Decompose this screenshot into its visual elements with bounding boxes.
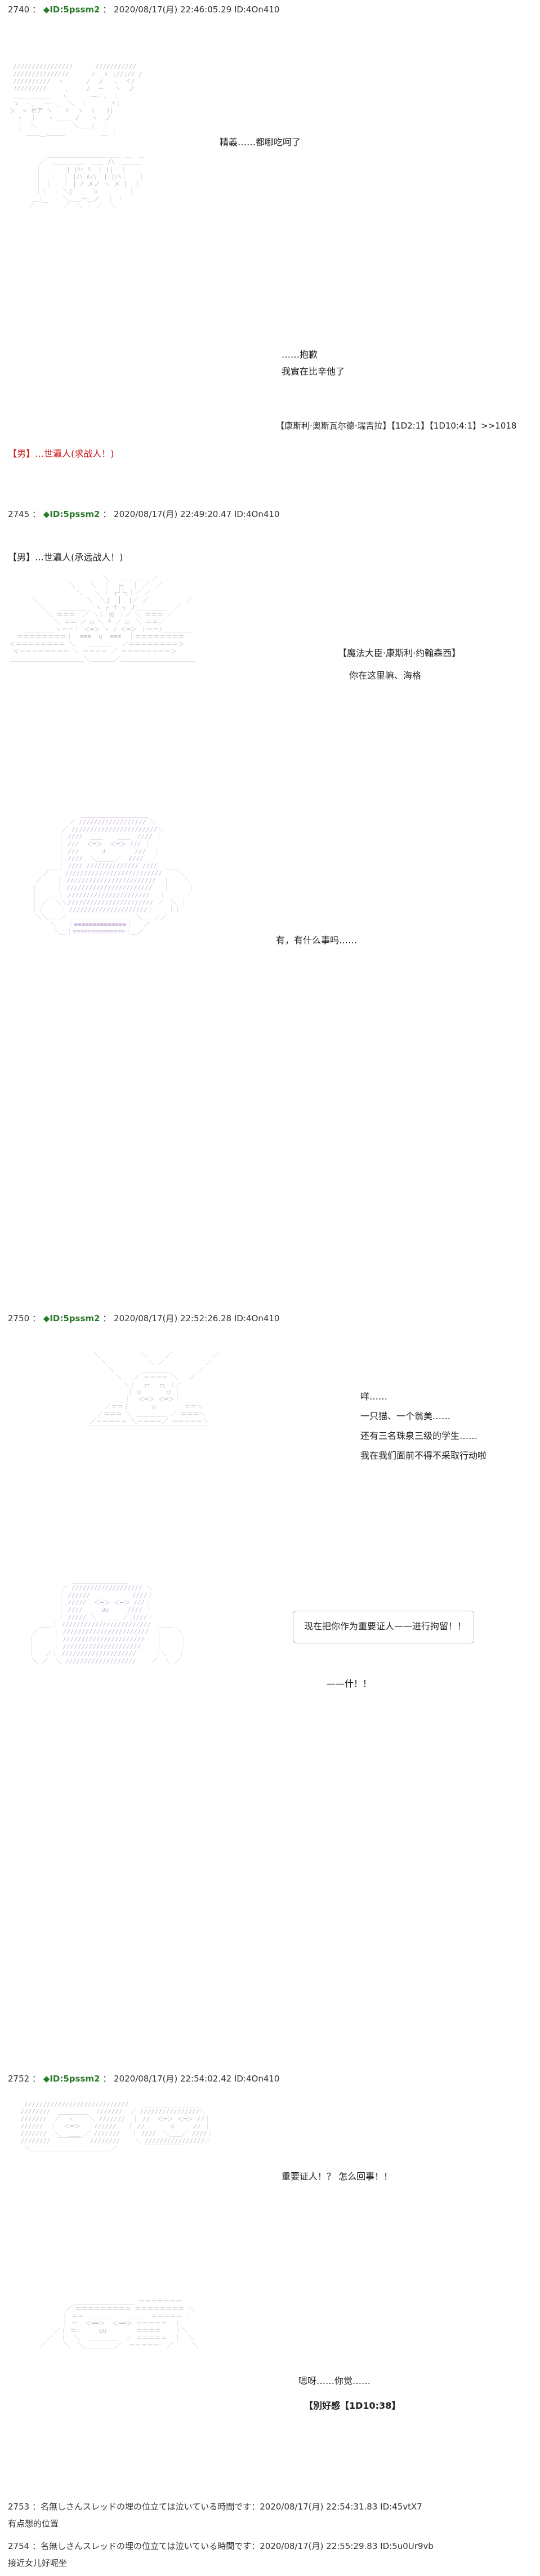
red-note: 【男】…世瀛人(求战人！)	[8, 448, 114, 459]
dialogue-line: 还有三名珠泉三级的学生……	[360, 1430, 478, 1441]
post-date: 2020/08/17(月) 22:52:26.28 ID:4On410	[114, 1313, 280, 1323]
reply-header: 2753 ：名無しさんスレッドの埋の位立ては泣いている時間です：2020/08/…	[8, 2502, 422, 2512]
dialogue-line: 现在把你作为重要证人——进行拘留！！	[304, 1621, 467, 1632]
dialogue-line: 一只猫、一个翁美……	[360, 1411, 451, 1421]
post-date: 2020/08/17(月) 22:54:02.42 ID:4On410	[114, 2074, 280, 2084]
post-header: 2740 ： ID:5pssm2 ： 2020/08/17(月) 22:46:0…	[8, 3, 279, 15]
ascii-art-figure-2: ＿＿＿＿＿＿＿＿＿＿ ＝＝＝＝＝＝＝ ／ ＝＝＝＝＝＝＝＝＝ ＝＝＝＝＝＝＝＝ …	[39, 2298, 198, 2349]
dialogue-line: 【男】…世瀛人(承远战人！)	[8, 552, 123, 563]
dialogue-line: 我實在比辛他了	[282, 366, 345, 377]
post-number: 2752	[8, 2074, 30, 2084]
post-header: 2752 ： ID:5pssm2 ： 2020/08/17(月) 22:54:0…	[8, 2073, 279, 2084]
reply-body: 有点想的位置	[8, 2519, 59, 2529]
ascii-art-minister: ＼ ＿＿＿＿ ／ ＼ ＼ ｜ ┌┐ ｜ ／ ／ ＼ ＼ ｜ ┌┘└┐｜／ ／ ＼…	[9, 574, 195, 662]
dice-result-line: 【康斯利·奧斯瓦尔德·瑞吉拉】【1D2:1】【1D10:4:1】>>1018	[276, 421, 517, 431]
dialogue-line: 精義……都哪吃呵了	[220, 137, 301, 148]
affinity-result: 【別好感【1D10:38】	[304, 2400, 401, 2411]
ascii-art-hagrid-2: ＿＿＿＿＿＿＿＿＿ ／ /////////////////// ＼ ｜ ////…	[28, 1577, 188, 1665]
post-number: 2745	[8, 509, 30, 519]
dialogue-line: 你在这里嘛、海格	[349, 670, 422, 681]
ascii-art-hagrid-3: //////////////////////////// ＿＿＿＿＿＿＿＿＿ /…	[20, 2101, 213, 2152]
ascii-art-figure: //////////////// /////////// ///////////…	[9, 63, 145, 210]
reply-body: 接近女儿好呢坐	[8, 2558, 68, 2568]
speech-box	[293, 1611, 474, 1643]
dialogue-line: 嗯呀……你觉……	[298, 2376, 371, 2386]
poster-name[interactable]: ID:5pssm2	[43, 2074, 100, 2084]
reply-header: 2754 ：名無しさんスレッドの埋の位立ては泣いている時間です：2020/08/…	[8, 2541, 434, 2551]
dialogue-line: ……抱歉	[282, 349, 318, 360]
dialogue-line: 重要证人！？ 怎么回事！！	[282, 2171, 393, 2182]
post-date: 2020/08/17(月) 22:46:05.29 ID:4On410	[114, 5, 280, 15]
dialogue-line: 咩……	[360, 1391, 388, 1402]
post-number: 2750	[8, 1313, 30, 1323]
post-header: 2750 ： ID:5pssm2 ： 2020/08/17(月) 22:52:2…	[8, 1312, 279, 1324]
ascii-art-hagrid: ＿＿＿＿＿＿＿＿＿＿＿ ／ ////////////////// ＼ ／ ///…	[32, 811, 195, 935]
dialogue-line: 有，有什么事吗……	[276, 935, 358, 946]
post-number: 2740	[8, 5, 30, 15]
post-header: 2745 ： ID:5pssm2 ： 2020/08/17(月) 22:49:2…	[8, 508, 279, 520]
speaker-label: 【魔法大臣·康斯利·约翰森西】	[338, 648, 461, 658]
poster-name[interactable]: ID:5pssm2	[43, 1313, 100, 1323]
post-date: 2020/08/17(月) 22:49:20.47 ID:4On410	[114, 509, 280, 519]
ascii-art-minister-2: ＼ ＼ ／ ／ ＼ ＼ ／ ／ ＼ ＿＿＿＿＿ ／ ＼ ／ ＝＝＝＝ ＼ ／ ＼…	[86, 1352, 220, 1432]
dialogue-line: 我在我们面前不得不采取行动啦	[360, 1450, 487, 1461]
poster-name[interactable]: ID:5pssm2	[43, 5, 100, 15]
poster-name[interactable]: ID:5pssm2	[43, 509, 100, 519]
dialogue-line: ——什！！	[327, 1678, 372, 1689]
